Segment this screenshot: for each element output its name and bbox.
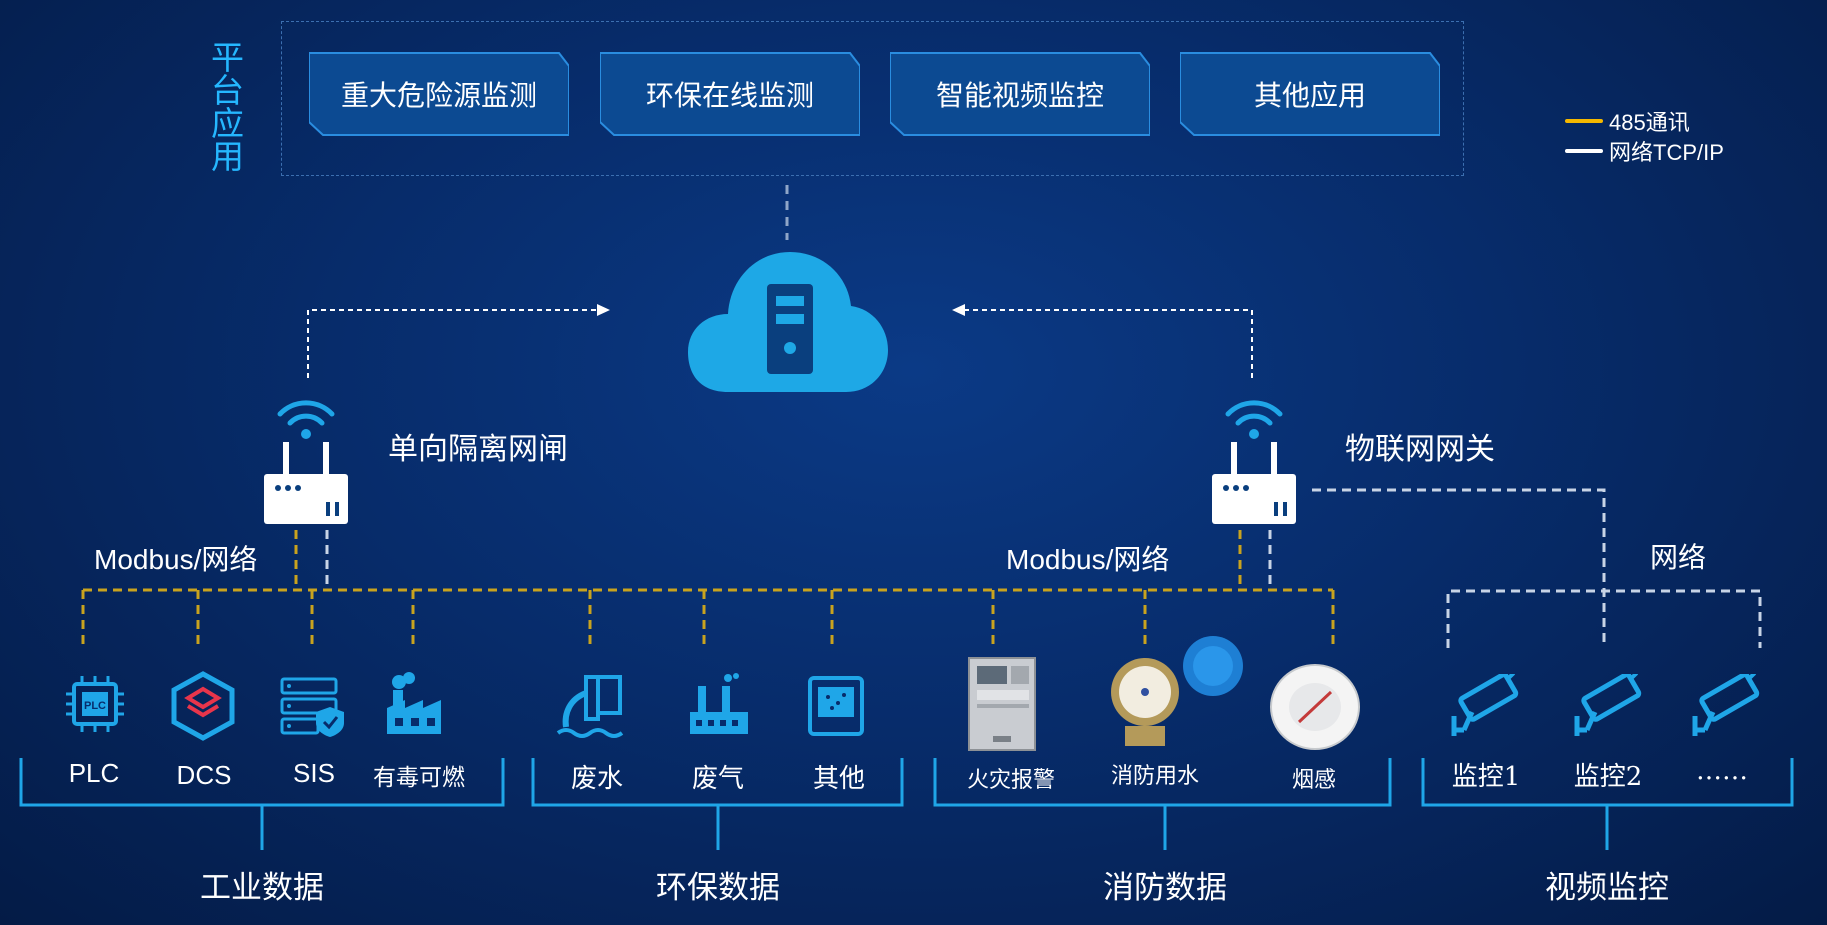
- factory-icon: [387, 672, 441, 734]
- camera-2-icon: [1574, 674, 1642, 736]
- protocol-label-left: Modbus/网络: [94, 544, 258, 575]
- device-label-camera-2: 监控2: [1573, 762, 1643, 792]
- platform-label-text: 平台应用: [205, 40, 245, 172]
- legend-swatch-yellow: [1565, 119, 1603, 123]
- device-label-wastewater: 废水: [570, 764, 623, 794]
- device-label-toxic-gas: 有毒可燃: [373, 765, 465, 791]
- device-label-more: ……: [1696, 756, 1748, 786]
- device-label-fire-water: 消防用水: [1110, 764, 1199, 789]
- water-meter-icon: [1111, 636, 1243, 746]
- device-label-camera-1: 监控1: [1451, 762, 1521, 792]
- plc-chip-icon: PLC: [66, 676, 124, 732]
- fire-alarm-panel-icon: [968, 657, 1036, 751]
- legend-item-485: 485通讯: [1565, 106, 1724, 136]
- gateway-label-left: 单向隔离网闸: [388, 432, 568, 467]
- legend-label: 网络TCP/IP: [1609, 140, 1724, 165]
- app-button-label: 重大危险源监测: [340, 79, 537, 112]
- gateway-label-right: 物联网网关: [1345, 432, 1495, 467]
- group-label-environmental: 环保数据: [656, 870, 780, 906]
- group-label-industrial: 工业数据: [200, 870, 324, 906]
- dcs-layers-icon: [171, 671, 235, 741]
- platform-frame: [281, 21, 1464, 176]
- device-label-exhaust-gas: 废气: [691, 764, 744, 794]
- device-label-fire-alarm: 火灾报警: [966, 768, 1055, 793]
- device-label-smoke: 烟感: [1291, 768, 1336, 793]
- camera-1-icon: [1451, 674, 1519, 736]
- device-label-env-other: 其他: [812, 764, 865, 794]
- app-button-hazard-monitoring[interactable]: 重大危险源监测: [309, 52, 569, 136]
- router-icon-right: [1212, 400, 1296, 524]
- legend-swatch-white: [1565, 149, 1603, 153]
- router-icon-left: [264, 400, 348, 524]
- device-label-sis: SIS: [293, 758, 335, 788]
- wastewater-pipe-icon: [556, 675, 624, 738]
- network-label: 网络: [1650, 542, 1707, 573]
- legend-label: 485通讯: [1609, 110, 1690, 135]
- cloud-server-icon: [688, 252, 888, 392]
- app-button-env-monitoring[interactable]: 环保在线监测: [600, 52, 860, 136]
- legend-item-tcpip: 网络TCP/IP: [1565, 136, 1724, 166]
- device-label-plc: PLC: [68, 758, 120, 788]
- app-button-label: 其他应用: [1253, 79, 1366, 112]
- app-button-label: 环保在线监测: [645, 79, 814, 112]
- app-button-video-monitoring[interactable]: 智能视频监控: [890, 52, 1150, 136]
- svg-text:PLC: PLC: [84, 700, 106, 712]
- app-button-label: 智能视频监控: [935, 79, 1104, 112]
- group-label-fire: 消防数据: [1103, 870, 1227, 906]
- smoke-detector-icon: [1270, 664, 1360, 750]
- camera-3-icon: [1692, 674, 1760, 736]
- exhaust-gas-factory-icon: [690, 673, 748, 734]
- protocol-label-right: Modbus/网络: [1006, 544, 1170, 575]
- legend: 485通讯 网络TCP/IP: [1565, 106, 1724, 166]
- platform-label: 平台应用: [200, 40, 250, 172]
- app-button-other-apps[interactable]: 其他应用: [1180, 52, 1440, 136]
- sis-server-shield-icon: [280, 677, 344, 737]
- other-monitor-icon: [808, 676, 864, 736]
- group-label-video: 视频监控: [1545, 870, 1669, 906]
- device-label-dcs: DCS: [176, 760, 232, 790]
